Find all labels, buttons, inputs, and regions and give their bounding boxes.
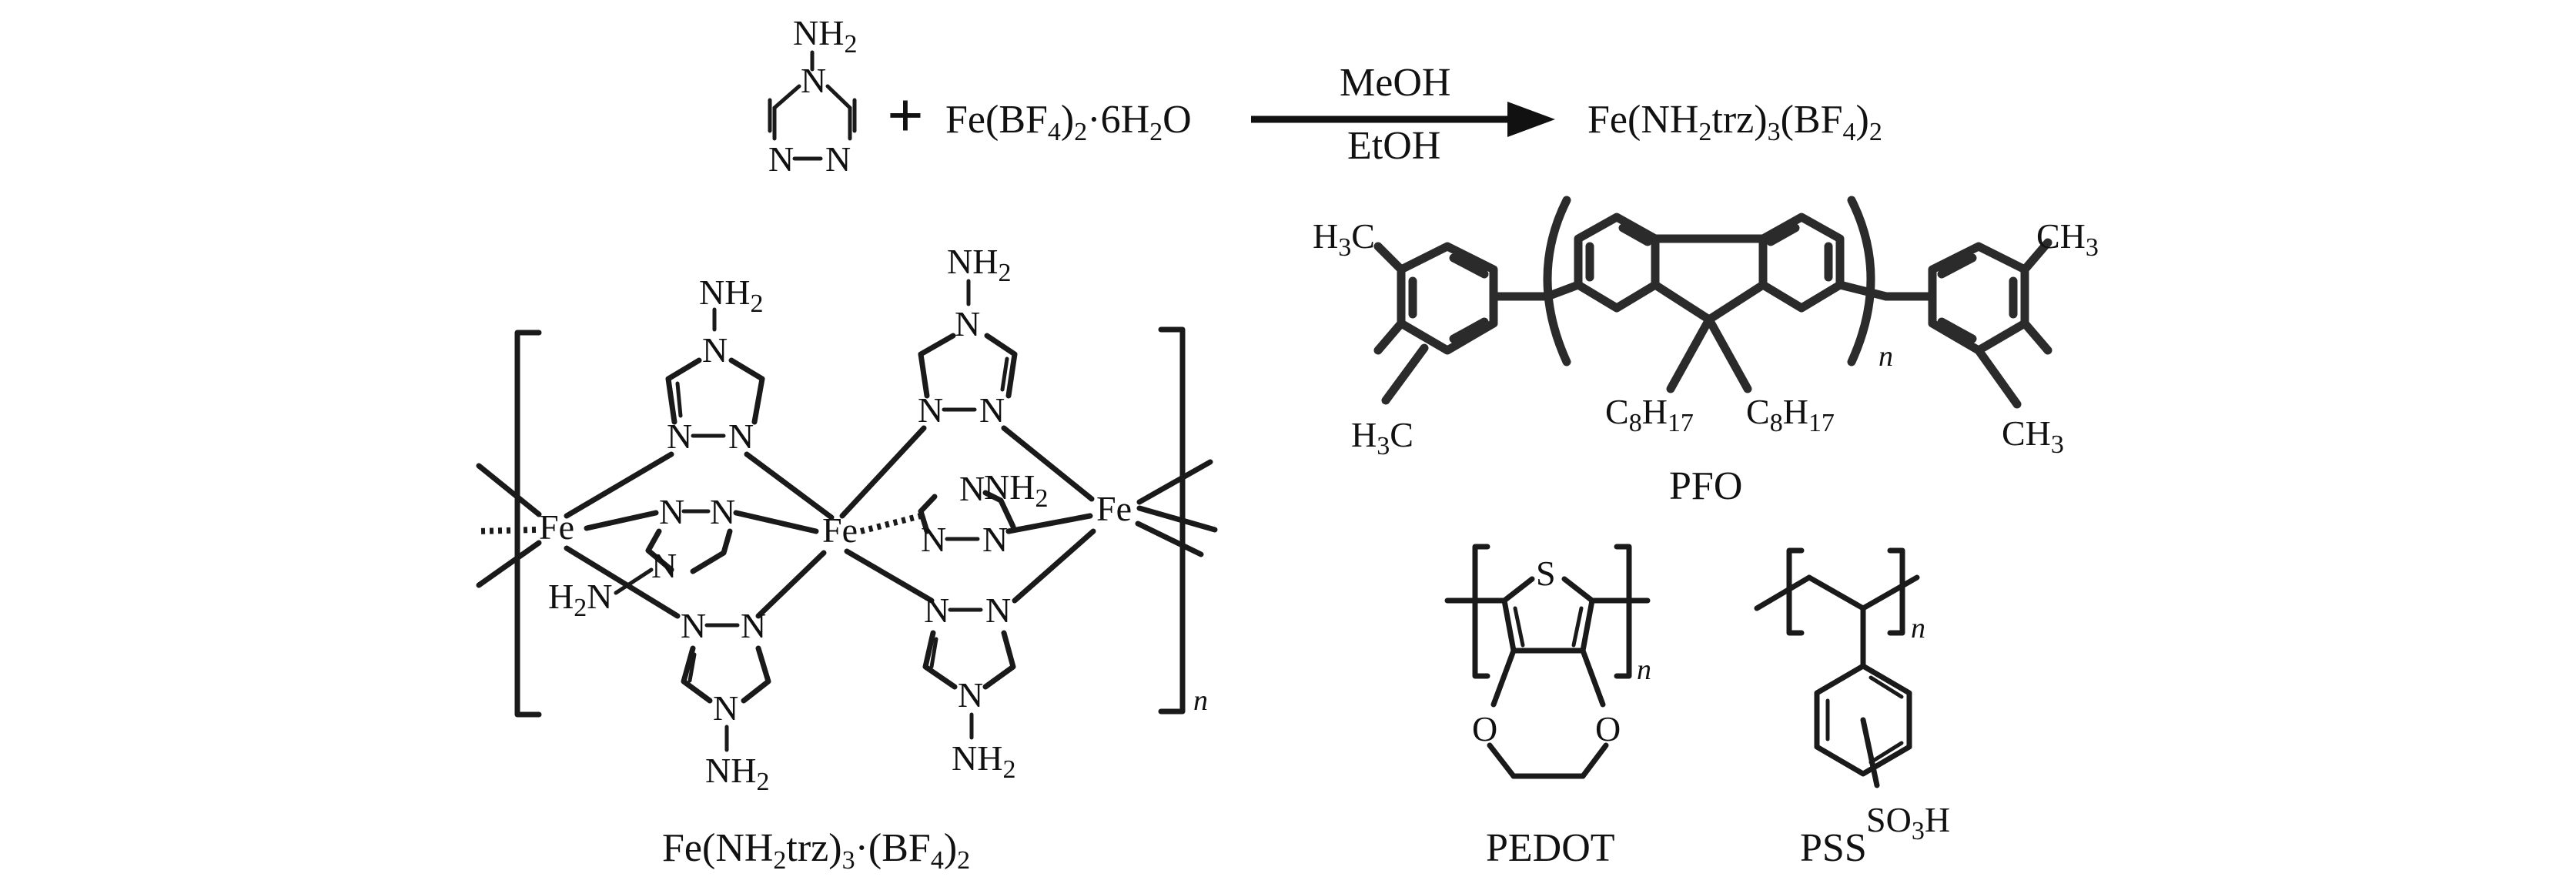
pedot-sulfur: S bbox=[1536, 554, 1556, 593]
ll-n2: N bbox=[741, 606, 766, 645]
amine-label: NH2 bbox=[793, 13, 857, 59]
pss-caption: PSS bbox=[1800, 826, 1867, 870]
lr-n1: N bbox=[924, 591, 949, 630]
product-formula: Fe(NH2trz)3(BF4)2 bbox=[1587, 98, 1882, 146]
pedot-oxygen-left: O bbox=[1472, 709, 1497, 748]
pss-structure: n SO3H bbox=[1754, 547, 1950, 845]
reaction-arrow bbox=[1251, 102, 1555, 137]
plus-sign: + bbox=[887, 80, 924, 152]
complex-repeat-n: n bbox=[1193, 684, 1208, 717]
solvent-bottom: EtOH bbox=[1347, 124, 1440, 168]
ur-n4: N bbox=[955, 304, 980, 343]
aminotriazole-reactant: NH2 N N N bbox=[768, 13, 857, 179]
pfo-octyl-left: C8H17 bbox=[1605, 392, 1694, 437]
pedot-caption: PEDOT bbox=[1486, 826, 1615, 870]
cl-amine: H2N bbox=[548, 577, 612, 622]
pfo-methyl-br: CH3 bbox=[2002, 413, 2064, 459]
lr-n2: N bbox=[985, 591, 1011, 630]
cr-amine: NH2 bbox=[984, 467, 1048, 513]
triazole-n2: N bbox=[825, 139, 851, 179]
triazole-n1: N bbox=[768, 139, 794, 179]
ll-n4: N bbox=[713, 688, 738, 728]
fe-right: Fe bbox=[1096, 489, 1132, 528]
lr-n4: N bbox=[958, 675, 983, 715]
pfo-octyl-right: C8H17 bbox=[1746, 392, 1835, 437]
lr-amine: NH2 bbox=[952, 738, 1015, 784]
pedot-structure: n S O O bbox=[1444, 544, 1651, 779]
pss-repeat-n: n bbox=[1911, 612, 1925, 644]
iron-triazole-polymer: n Fe Fe Fe NH2 N N N N N N H2N bbox=[476, 242, 1218, 796]
ul-n2: N bbox=[728, 417, 754, 456]
ur-n2: N bbox=[979, 390, 1005, 430]
cl-n1: N bbox=[659, 492, 684, 531]
pedot-repeat-n: n bbox=[1637, 654, 1651, 686]
pfo-caption: PFO bbox=[1669, 464, 1742, 508]
pss-sulfonic: SO3H bbox=[1866, 800, 1950, 845]
cr-n4: N bbox=[959, 469, 985, 508]
ur-amine: NH2 bbox=[947, 242, 1011, 287]
pfo-methyl-bl: H3C bbox=[1351, 415, 1413, 460]
pfo-structure: H3C H3C n C8H17 C8H17 CH3 CH3 bbox=[1313, 196, 2099, 460]
ll-amine: NH2 bbox=[705, 751, 769, 796]
complex-caption: Fe(NH2trz)3·(BF4)2 bbox=[662, 826, 970, 875]
pfo-methyl-tl: H3C bbox=[1313, 216, 1375, 262]
triazole-n4: N bbox=[801, 61, 826, 100]
pedot-oxygen-right: O bbox=[1595, 709, 1621, 748]
cl-n2: N bbox=[710, 492, 735, 531]
ul-n1: N bbox=[667, 417, 692, 456]
iron-salt-formula: Fe(BF4)2·6H2O bbox=[945, 98, 1192, 146]
pfo-repeat-n: n bbox=[1878, 340, 1893, 373]
pfo-methyl-tr: CH3 bbox=[2036, 216, 2099, 262]
ul-amine: NH2 bbox=[699, 273, 763, 318]
cr-n2: N bbox=[982, 520, 1008, 559]
cl-n4: N bbox=[651, 546, 677, 585]
solvent-top: MeOH bbox=[1340, 61, 1450, 105]
ur-n1: N bbox=[918, 390, 943, 430]
ul-n4: N bbox=[702, 330, 728, 370]
cr-n1: N bbox=[921, 520, 946, 559]
ll-n1: N bbox=[681, 606, 706, 645]
